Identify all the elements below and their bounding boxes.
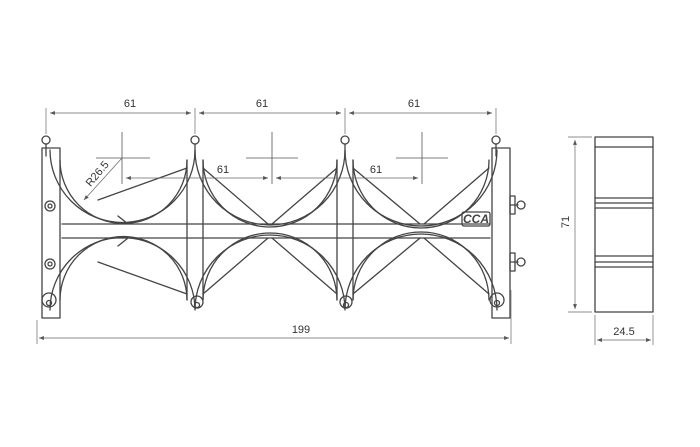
web-bars [61,215,491,247]
dim-mid-pitch-2: 61 [370,164,382,176]
web-posts [186,159,354,301]
dim-side-width: 24.5 [613,326,634,338]
top-cradles [49,149,498,227]
right-lugs [509,195,526,272]
top-cradles-inner [59,159,490,229]
side-body [594,136,654,313]
dim-side-height: 71 [560,216,572,228]
dim-top-pitch-1: 61 [124,98,136,110]
outer-frame [41,147,511,319]
front-view: CCA [41,132,526,319]
top-bolt-tabs [41,135,501,157]
bottom-cradles [49,233,498,311]
side-view: 71 24.5 [560,136,654,345]
dim-overall-length: 199 [292,324,310,336]
logo-badge [461,211,491,227]
dim-mid-pitch-1: 61 [217,164,229,176]
cross-bracing [97,167,490,295]
bottom-cradles-inner [59,231,490,301]
bottom-bolt-holes [41,292,505,309]
left-lugs [44,200,56,270]
center-marks [96,132,448,184]
logo-text: CCA [463,212,489,226]
dim-top-pitch-3: 61 [408,98,420,110]
dim-top-pitch-2: 61 [256,98,268,110]
dimensions: 61 61 61 61 61 R26.5 199 [36,98,512,344]
